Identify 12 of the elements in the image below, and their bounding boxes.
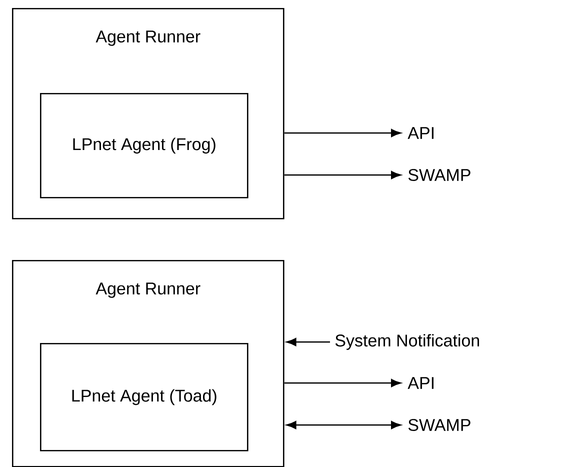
arrow bbox=[284, 378, 401, 388]
interface-label: API bbox=[408, 377, 434, 389]
arrow bbox=[286, 338, 330, 346]
interface-label: API bbox=[408, 127, 434, 139]
arrow bbox=[284, 128, 401, 138]
agent-box: LPnet Agent (Toad) bbox=[40, 343, 248, 452]
interface-label: SWAMP bbox=[408, 168, 470, 182]
interface-label: SWAMP bbox=[408, 418, 470, 432]
arrow bbox=[284, 170, 401, 180]
agent-box: LPnet Agent (Frog) bbox=[40, 93, 248, 198]
interface-label: System Notification bbox=[335, 334, 480, 350]
arrow bbox=[286, 420, 401, 430]
